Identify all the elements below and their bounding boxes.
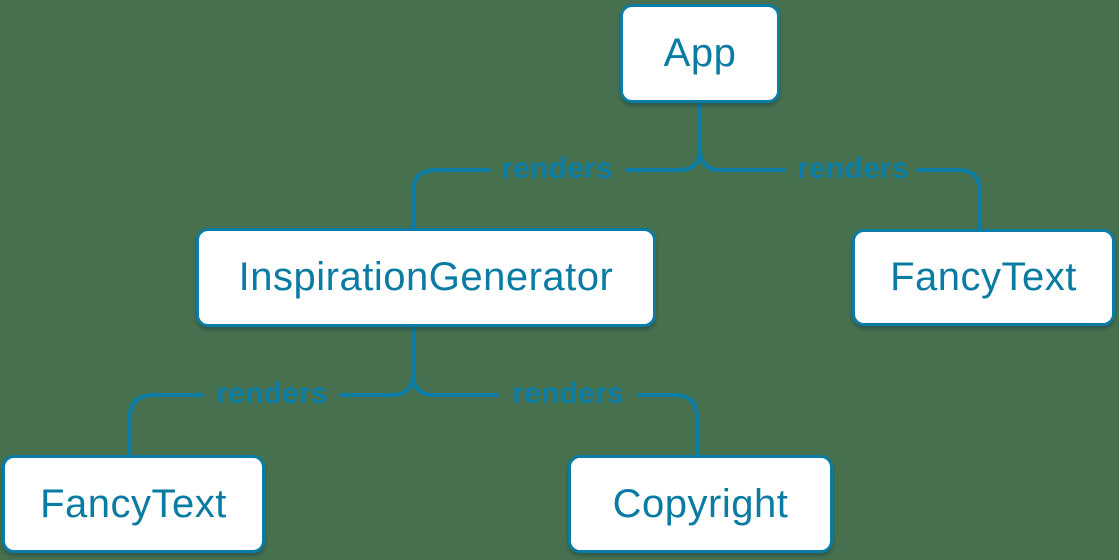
- edge-app-inspiration-fork: [625, 147, 702, 172]
- node-inspiration-generator-label: InspirationGenerator: [238, 255, 614, 299]
- node-fancy-text-left-label: FancyText: [40, 481, 227, 526]
- edge-label-inspiration-copyright: renders: [512, 377, 624, 410]
- edge-inspiration-fancytext-fork: [339, 372, 415, 397]
- node-fancy-text-right-label: FancyText: [890, 255, 1077, 299]
- edge-inspiration-fancytext-elbow: [128, 393, 204, 458]
- node-copyright-label: Copyright: [612, 481, 789, 526]
- node-app-label: App: [663, 31, 737, 75]
- node-fancy-text-left: FancyText: [2, 455, 265, 553]
- edge-label-app-inspiration: renders: [501, 152, 613, 185]
- edge-app-inspiration-elbow: [411, 168, 491, 231]
- node-inspiration-generator: InspirationGenerator: [196, 228, 656, 327]
- node-copyright: Copyright: [568, 455, 833, 553]
- edge-inspiration-copyright-elbow: [637, 393, 699, 458]
- edge-app-fancytext-fork: [698, 147, 786, 172]
- edge-label-app-fancytext: renders: [797, 152, 909, 185]
- edge-label-inspiration-fancytext: renders: [216, 377, 328, 410]
- node-fancy-text-right: FancyText: [852, 229, 1115, 326]
- node-app: App: [620, 4, 780, 103]
- edge-app-fancytext-elbow: [916, 168, 982, 233]
- edge-inspiration-copyright-fork: [411, 372, 499, 397]
